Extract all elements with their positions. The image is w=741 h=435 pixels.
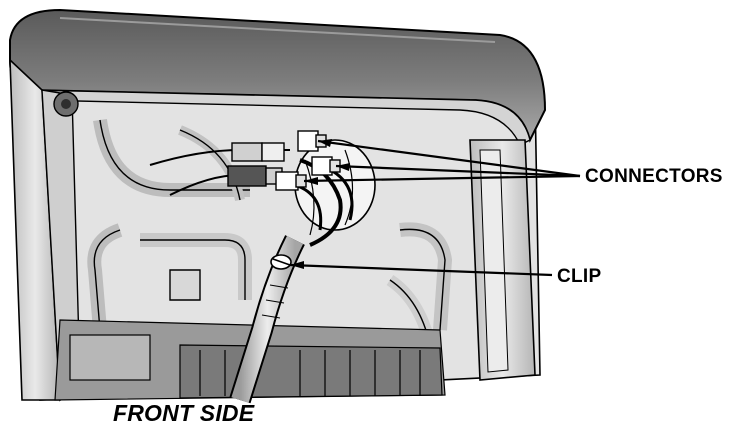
connectors-label: CONNECTORS <box>585 166 723 187</box>
clip-label: CLIP <box>557 266 602 287</box>
clip-leader <box>289 263 553 277</box>
inner-frame-tubes <box>87 118 453 347</box>
arrowhead-clip <box>290 261 304 269</box>
right-side-frame <box>469 139 536 381</box>
front-side-label: FRONT SIDE <box>113 400 255 426</box>
leader-arrowheads <box>290 139 350 269</box>
connector-3-leader <box>303 174 581 183</box>
arrowhead-connector-1 <box>318 139 332 147</box>
connector-2-leader <box>335 164 581 178</box>
arrowhead-connector-2 <box>336 163 350 171</box>
connector-1-leader <box>317 139 581 178</box>
clip <box>270 254 292 270</box>
connector-2 <box>311 156 341 176</box>
connector-3 <box>275 171 307 191</box>
leader-lines <box>289 139 581 277</box>
arrowhead-connector-3 <box>304 177 318 185</box>
